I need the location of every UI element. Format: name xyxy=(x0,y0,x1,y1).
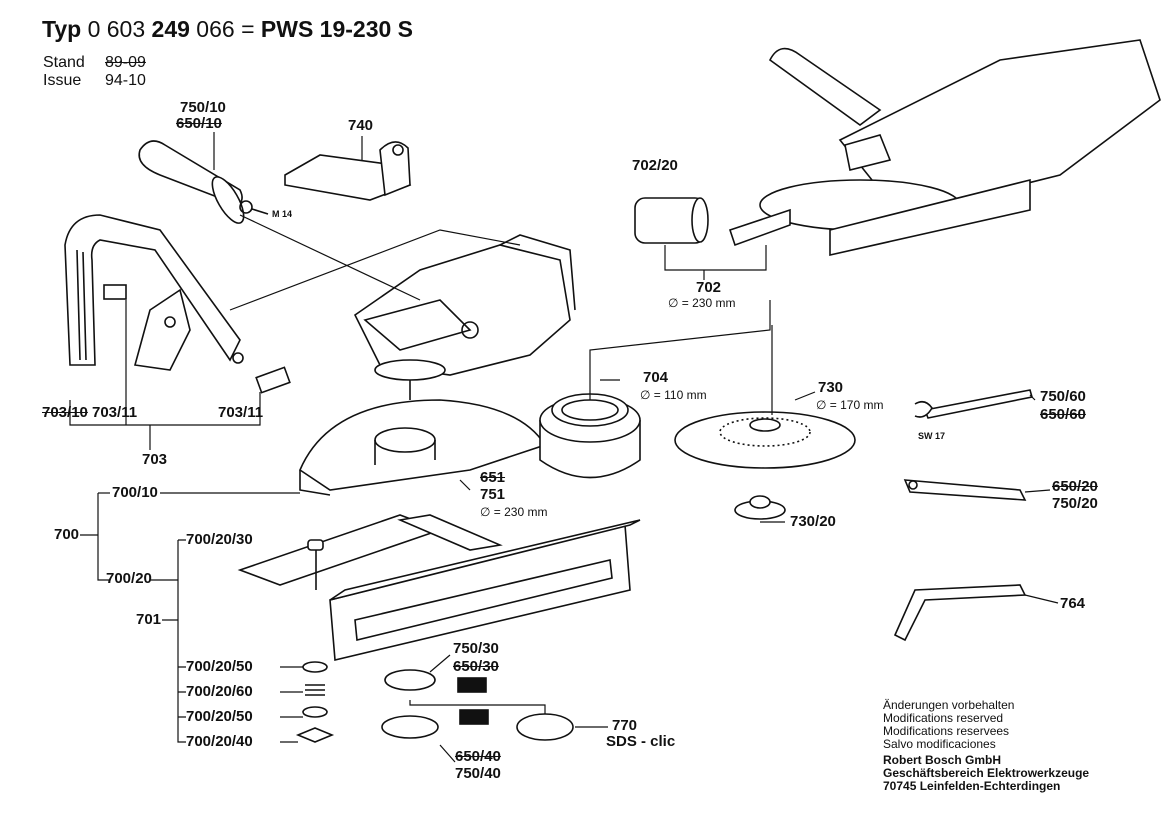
bracket-part xyxy=(284,141,412,201)
part-label: 750/20 xyxy=(1052,495,1098,512)
cutting-stand-part xyxy=(237,514,641,661)
part-label: 751 xyxy=(480,486,506,503)
angle-grinder-body xyxy=(353,234,576,400)
diameter-label: ∅ = 170 mm xyxy=(816,398,884,412)
footer-notes: Änderungen vorbehalten Modifications res… xyxy=(883,699,1089,793)
model-name: PWS 19-230 S xyxy=(260,16,414,42)
part-label: 700/20/50 xyxy=(186,708,253,725)
part-label: 703/11 xyxy=(92,404,138,421)
part-label-obsolete: 650/40 xyxy=(455,748,501,765)
part-label: 730/20 xyxy=(790,513,836,530)
sds-clic-label: SDS - clic xyxy=(606,733,676,750)
note-line: Änderungen vorbehalten xyxy=(883,698,1015,712)
part-label-obsolete: 650/30 xyxy=(453,658,499,675)
typ-label: Typ xyxy=(42,16,82,42)
issue-value: 94-10 xyxy=(105,72,146,89)
note-line: Salvo modificaciones xyxy=(883,737,996,751)
part-label: 702 xyxy=(696,279,722,296)
part-label: 702/20 xyxy=(632,157,678,174)
part-label: 750/10 xyxy=(180,99,226,116)
backing-pad-disc-part xyxy=(674,411,856,469)
revision-info: Stand 89-09 Issue 94-10 xyxy=(43,54,146,90)
part-label: 764 xyxy=(1060,595,1086,612)
part-label: 730 xyxy=(818,379,844,396)
leader-lines xyxy=(69,132,1059,763)
part-label-obsolete: 703/10 xyxy=(42,404,88,421)
diameter-label: ∅ = 110 mm xyxy=(640,388,707,402)
wrench-size-label: SW 17 xyxy=(918,431,946,441)
part-label: 700/20/40 xyxy=(186,733,253,750)
part-label: 750/40 xyxy=(455,765,501,782)
thread-label: M 14 xyxy=(272,209,293,219)
guard-ring-part xyxy=(539,393,641,479)
part-label: 700/20/50 xyxy=(186,658,253,675)
protection-guard-part xyxy=(299,399,547,496)
note-line: Modifications reservees xyxy=(883,724,1010,738)
typ-number-b: 249 xyxy=(151,16,190,42)
part-label: 700/10 xyxy=(112,484,158,501)
part-label-obsolete: 650/60 xyxy=(1040,406,1086,423)
issue-label: Issue xyxy=(43,72,82,89)
company-division: Geschäftsbereich Elektrowerkzeuge xyxy=(883,766,1090,780)
part-label: 750/60 xyxy=(1040,388,1086,405)
part-label: 700/20/60 xyxy=(186,683,253,700)
diameter-label: ∅ = 230 mm xyxy=(668,296,736,310)
side-handle-part xyxy=(138,140,269,224)
part-label: 770 xyxy=(612,717,638,734)
part-label-obsolete: 650/10 xyxy=(176,115,222,132)
typ-number-a: 0 603 xyxy=(87,16,146,42)
wrenches-parts xyxy=(893,389,1034,642)
part-label: 700/20 xyxy=(106,570,152,587)
diameter-label: ∅ = 230 mm xyxy=(480,505,548,519)
page-title: Typ 0 603 249 066 = PWS 19-230 S xyxy=(42,16,413,43)
part-label: 703/11 xyxy=(218,404,264,421)
equals-sign: = xyxy=(241,16,255,42)
note-line: Modifications reserved xyxy=(883,711,1004,725)
suction-sleeve-part xyxy=(634,197,709,244)
part-label-obsolete: 651 xyxy=(480,469,506,486)
stand-label: Stand xyxy=(43,54,85,71)
part-label: 701 xyxy=(136,611,162,628)
part-label: 703 xyxy=(142,451,168,468)
assembled-grinder-top-right xyxy=(728,39,1161,256)
part-label: 700 xyxy=(54,526,80,543)
spring-washers-parts xyxy=(295,661,335,743)
clamping-nut-part xyxy=(734,495,786,520)
part-label: 704 xyxy=(643,369,669,386)
stand-value: 89-09 xyxy=(105,54,146,71)
part-label-obsolete: 650/20 xyxy=(1052,478,1098,495)
part-label: 740 xyxy=(348,117,374,134)
part-label: 700/20/30 xyxy=(186,531,253,548)
company-address: 70745 Leinfelden-Echterdingen xyxy=(883,779,1061,793)
typ-number-c: 066 xyxy=(196,16,235,42)
company-name: Robert Bosch GmbH xyxy=(883,753,1002,767)
bow-handle-part xyxy=(64,214,291,394)
part-label: 750/30 xyxy=(453,640,499,657)
